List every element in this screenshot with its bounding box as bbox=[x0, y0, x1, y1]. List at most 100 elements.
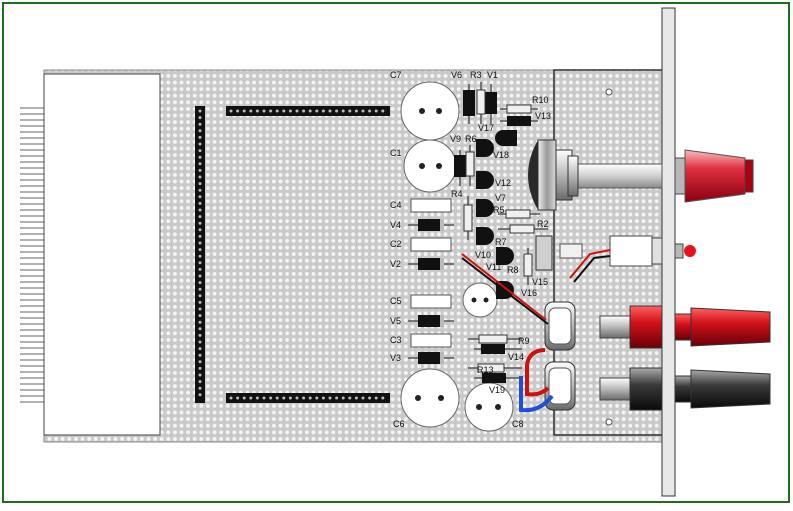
capacitor-c7 bbox=[400, 81, 460, 141]
header-pin bbox=[262, 109, 266, 113]
wire-red-jack bbox=[525, 348, 550, 397]
header-pin bbox=[198, 360, 202, 364]
capacitor-c3 bbox=[410, 333, 452, 348]
label-v6: V6 bbox=[451, 70, 462, 80]
header-pin bbox=[198, 168, 202, 172]
label-v3: V3 bbox=[390, 353, 401, 363]
label-c3: C3 bbox=[390, 335, 402, 345]
header-pin bbox=[348, 109, 352, 113]
header-pin bbox=[198, 182, 202, 186]
header-pin bbox=[198, 208, 202, 212]
header-pin bbox=[308, 396, 312, 400]
header-pin bbox=[335, 396, 339, 400]
resistor-r13 bbox=[468, 363, 522, 373]
header-pin bbox=[361, 396, 365, 400]
header-pin bbox=[275, 109, 279, 113]
capacitor-small bbox=[462, 282, 498, 318]
header-pin bbox=[361, 109, 365, 113]
pin-header bbox=[195, 106, 205, 403]
transistor-v18 bbox=[476, 139, 494, 157]
red-jack[interactable] bbox=[599, 305, 771, 349]
header-pin bbox=[198, 241, 202, 245]
header-pin bbox=[229, 396, 233, 400]
wire-red-led bbox=[461, 249, 611, 321]
header-pin bbox=[368, 109, 372, 113]
header-pin bbox=[242, 396, 246, 400]
label-r2: R2 bbox=[537, 219, 549, 229]
header-pin bbox=[198, 333, 202, 337]
header-pin bbox=[198, 320, 202, 324]
label-r4: R4 bbox=[451, 189, 463, 199]
header-pin bbox=[288, 109, 292, 113]
capacitor-c2 bbox=[410, 237, 452, 252]
header-pin bbox=[198, 142, 202, 146]
diode-v13 bbox=[500, 116, 538, 126]
trimmer bbox=[535, 235, 553, 271]
diode-v4 bbox=[408, 219, 454, 231]
resistor-r9 bbox=[468, 334, 522, 344]
header-pin bbox=[374, 109, 378, 113]
header-pin bbox=[198, 215, 202, 219]
diode-v14 bbox=[474, 344, 522, 354]
header-pin bbox=[368, 396, 372, 400]
label-v19: V19 bbox=[489, 385, 505, 395]
header-pin bbox=[255, 396, 259, 400]
label-v15: V15 bbox=[532, 277, 548, 287]
label-v4: V4 bbox=[390, 220, 401, 230]
label-v12: V12 bbox=[495, 178, 511, 188]
wire-blue-jack bbox=[519, 376, 554, 413]
header-pin bbox=[198, 228, 202, 232]
label-v16: V16 bbox=[521, 288, 537, 298]
resistor-r3 bbox=[476, 82, 486, 124]
header-pin bbox=[198, 380, 202, 384]
header-pin bbox=[198, 122, 202, 126]
header-pin bbox=[198, 314, 202, 318]
label-c5: C5 bbox=[390, 296, 402, 306]
header-pin bbox=[354, 396, 358, 400]
black-jack[interactable] bbox=[599, 367, 771, 411]
pin-header bbox=[226, 106, 390, 116]
capacitor-c1 bbox=[403, 139, 457, 193]
header-pin bbox=[198, 221, 202, 225]
diode-v2 bbox=[408, 258, 454, 270]
header-pin bbox=[381, 396, 385, 400]
header-pin bbox=[198, 201, 202, 205]
header-pin bbox=[198, 281, 202, 285]
header-pin bbox=[198, 307, 202, 311]
label-v17: V17 bbox=[478, 123, 494, 133]
header-pin bbox=[198, 129, 202, 133]
header-pin bbox=[295, 109, 299, 113]
header-pin bbox=[328, 396, 332, 400]
header-pin bbox=[198, 116, 202, 120]
potentiometer bbox=[528, 139, 663, 211]
label-v5: V5 bbox=[390, 316, 401, 326]
header-pin bbox=[198, 109, 202, 113]
label-v11: V11 bbox=[486, 262, 501, 272]
jack-nut-upper bbox=[544, 301, 576, 351]
header-pin bbox=[335, 109, 339, 113]
header-pin bbox=[198, 254, 202, 258]
header-pin bbox=[295, 396, 299, 400]
header-pin bbox=[198, 366, 202, 370]
header-pin bbox=[249, 109, 253, 113]
header-pin bbox=[269, 396, 273, 400]
header-pin bbox=[198, 274, 202, 278]
header-pin bbox=[242, 109, 246, 113]
header-pin bbox=[341, 109, 345, 113]
header-pin bbox=[198, 353, 202, 357]
diode-v5 bbox=[408, 315, 454, 327]
diode-v1 bbox=[485, 84, 497, 124]
header-pin bbox=[288, 396, 292, 400]
header-pin bbox=[354, 109, 358, 113]
header-pin bbox=[236, 396, 240, 400]
label-v1: V1 bbox=[487, 70, 498, 80]
transistor-v17 bbox=[495, 130, 517, 146]
header-pin bbox=[302, 396, 306, 400]
resistor-r4 bbox=[463, 196, 473, 240]
header-pin bbox=[198, 287, 202, 291]
header-pin bbox=[198, 393, 202, 397]
header-pin bbox=[249, 396, 253, 400]
red-knob[interactable] bbox=[674, 149, 754, 203]
